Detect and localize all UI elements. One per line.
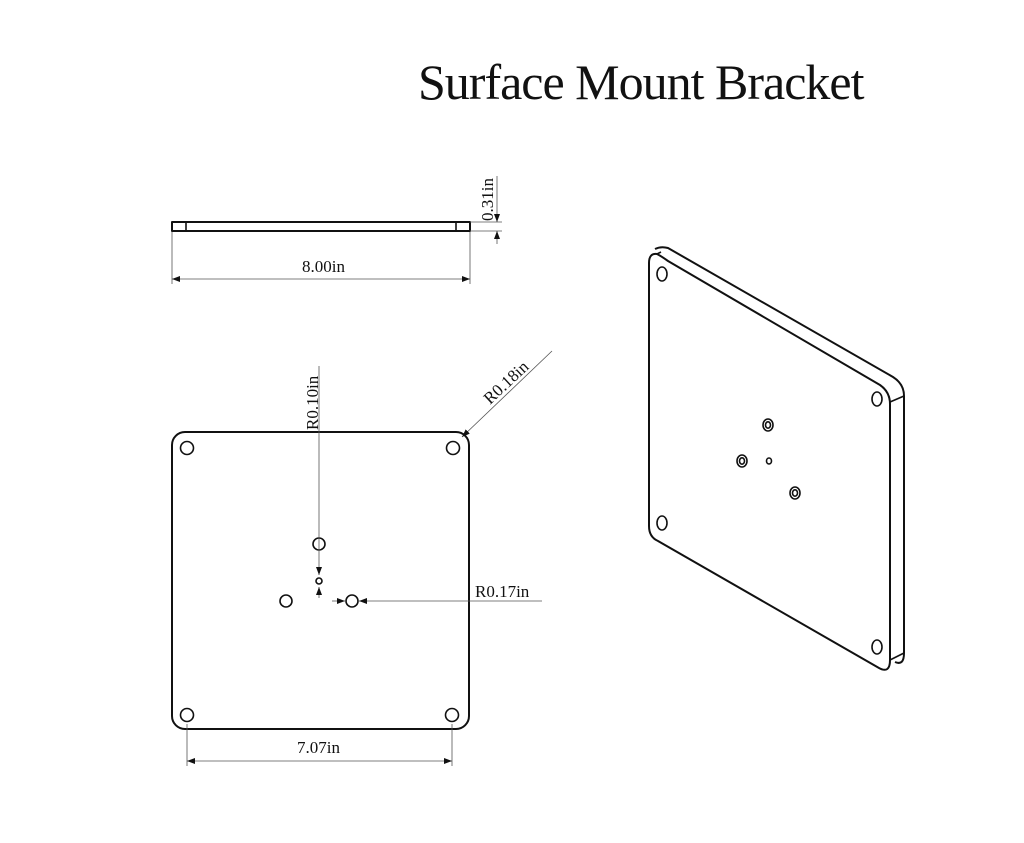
side-view-plate bbox=[171, 221, 471, 232]
iso-mount-hole-left bbox=[736, 454, 748, 468]
isometric-plate-face bbox=[648, 252, 891, 671]
iso-mount-hole-top bbox=[762, 418, 774, 432]
front-view: R0.10in R0.17in R0.18in 7.07in bbox=[171, 350, 553, 766]
iso-corner-hole-top-left bbox=[656, 266, 668, 282]
corner-hole-top-left bbox=[179, 440, 195, 456]
mount-hole-left bbox=[279, 594, 293, 608]
center-hole bbox=[315, 577, 323, 585]
corner-radius-dimension: R0.18in bbox=[461, 350, 553, 438]
iso-mount-hole-right bbox=[789, 486, 801, 500]
front-view-plate bbox=[171, 431, 470, 730]
hole-spacing-label: 7.07in bbox=[297, 738, 340, 757]
hole-spacing-dimension: 7.07in bbox=[186, 724, 453, 766]
mount-hole-radius-dimension: R0.17in bbox=[332, 582, 542, 604]
corner-radius-label: R0.18in bbox=[480, 357, 533, 408]
iso-corner-hole-top-right bbox=[871, 391, 883, 407]
center-hole-radius-label: R0.10in bbox=[303, 375, 322, 430]
iso-center-hole bbox=[765, 457, 773, 465]
corner-hole-top-right bbox=[445, 440, 461, 456]
mount-hole-radius-label: R0.17in bbox=[475, 582, 530, 601]
drawing-title: Surface Mount Bracket bbox=[418, 54, 865, 110]
isometric-view bbox=[648, 246, 905, 671]
corner-hole-bottom-left bbox=[179, 707, 195, 723]
iso-corner-hole-bottom-right bbox=[871, 639, 883, 655]
center-hole-radius-dimension: R0.10in bbox=[303, 366, 322, 598]
mount-hole-right bbox=[345, 594, 359, 608]
width-label: 8.00in bbox=[302, 257, 345, 276]
iso-corner-hole-bottom-left bbox=[656, 515, 668, 531]
thickness-label: 0.31in bbox=[478, 178, 497, 221]
width-dimension: 8.00in bbox=[171, 232, 471, 284]
thickness-dimension: 0.31in bbox=[470, 176, 502, 244]
side-view: 0.31in 8.00in bbox=[171, 176, 502, 284]
corner-hole-bottom-right bbox=[444, 707, 460, 723]
